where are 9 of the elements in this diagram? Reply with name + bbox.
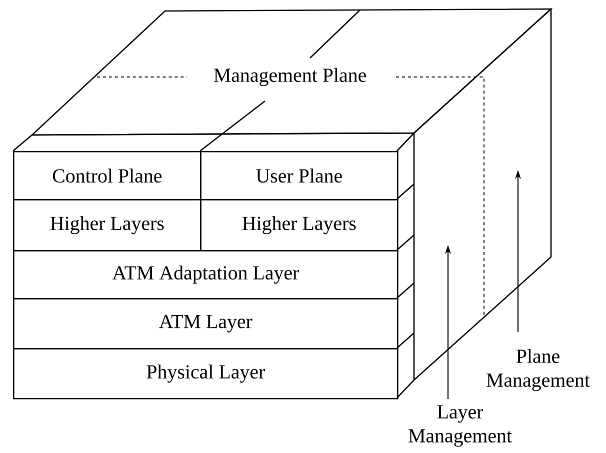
layer-cell: ATM Layer	[13, 298, 398, 350]
layer-cell: Higher Layers	[13, 198, 202, 252]
arrow-label: Plane Management	[486, 348, 590, 391]
layer-cell: User Plane	[200, 151, 398, 200]
layer-cell: Control Plane	[13, 151, 202, 200]
layer-cell: Higher Layers	[200, 198, 398, 252]
layer-cell: ATM Adaptation Layer	[13, 250, 398, 300]
arrow-label: Layer Management	[408, 405, 512, 447]
layer-cell: Physical Layer	[13, 348, 398, 400]
